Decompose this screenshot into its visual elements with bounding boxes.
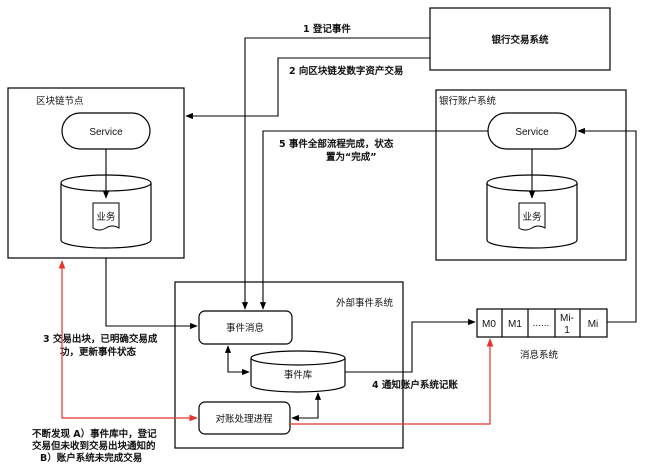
edge-5-label-line2: 置为“完成”: [326, 151, 377, 163]
edge-2-label: 2 向区块链发数字资产交易: [289, 65, 403, 77]
edge-3-label-line1: 3 交易出块，已明确交易成: [43, 333, 158, 345]
queue-cell-mi-minus-1: 1: [564, 325, 570, 336]
note-line-3: B）账户系统未完成交易: [40, 452, 142, 464]
business-right-label: 业务: [522, 211, 542, 223]
reconcile-process-box: [198, 401, 291, 435]
edge-message-store: [224, 345, 250, 376]
note-line-2: 交易但未收到交易出块通知的: [32, 440, 156, 452]
event-store-label: 事件库: [284, 369, 313, 381]
event-store-db: 事件库: [250, 350, 346, 393]
queue-cell-m1: M1: [508, 319, 522, 330]
edge-5-label-line1: 5 事件全部流程完成，状态: [279, 138, 394, 150]
event-message-box: [198, 310, 293, 345]
bank-system-label: 银行交易系统: [491, 34, 549, 46]
queue-cell-mi-minus: Mi-: [560, 313, 574, 324]
note-line-1: 不断发现 A）事件库中，登记: [32, 428, 157, 440]
business-db-left: 业务: [60, 174, 152, 249]
bank-system-box: [429, 7, 611, 71]
blockchain-node-box: [7, 87, 185, 259]
external-event-system-label: 外部事件系统: [336, 297, 394, 309]
service-right-label: Service: [515, 127, 549, 138]
service-left-label: Service: [89, 127, 123, 138]
queue-cell-ellipsis: ......: [533, 318, 550, 329]
edge-4-label: 4 通知账户系统记账: [372, 379, 458, 391]
edge-red-reconcile-to-chain: [58, 260, 198, 422]
edge-2-send-transaction: [185, 57, 430, 120]
message-queue: M0 M1 ...... Mi- 1 Mi: [476, 308, 608, 338]
message-system-label: 消息系统: [520, 349, 559, 361]
reconcile-process-label: 对账处理进程: [215, 413, 273, 425]
event-message-label: 事件消息: [226, 322, 264, 334]
edge-queue-to-service: [577, 127, 637, 323]
queue-cell-m0: M0: [482, 319, 496, 330]
edge-reconcile-store: [291, 392, 322, 422]
queue-cell-mi: Mi: [588, 319, 599, 330]
bank-account-system-label: 银行账户系统: [439, 95, 497, 107]
bank-account-system-box: [435, 89, 627, 261]
edge-red-reconcile-to-queue: [290, 338, 494, 425]
edge-4-notify-account: [345, 318, 476, 373]
edge-3-label-line2: 功，更新事件状态: [60, 346, 137, 358]
edge-1-label: 1 登记事件: [303, 23, 351, 35]
business-db-right: 业务: [486, 174, 578, 249]
business-left-label: 业务: [96, 211, 116, 223]
edge-3-block-confirmed: [105, 258, 198, 330]
edge-5-complete: [259, 130, 488, 310]
edge-1-register-event: [241, 37, 430, 310]
blockchain-node-label: 区块链节点: [36, 95, 84, 107]
